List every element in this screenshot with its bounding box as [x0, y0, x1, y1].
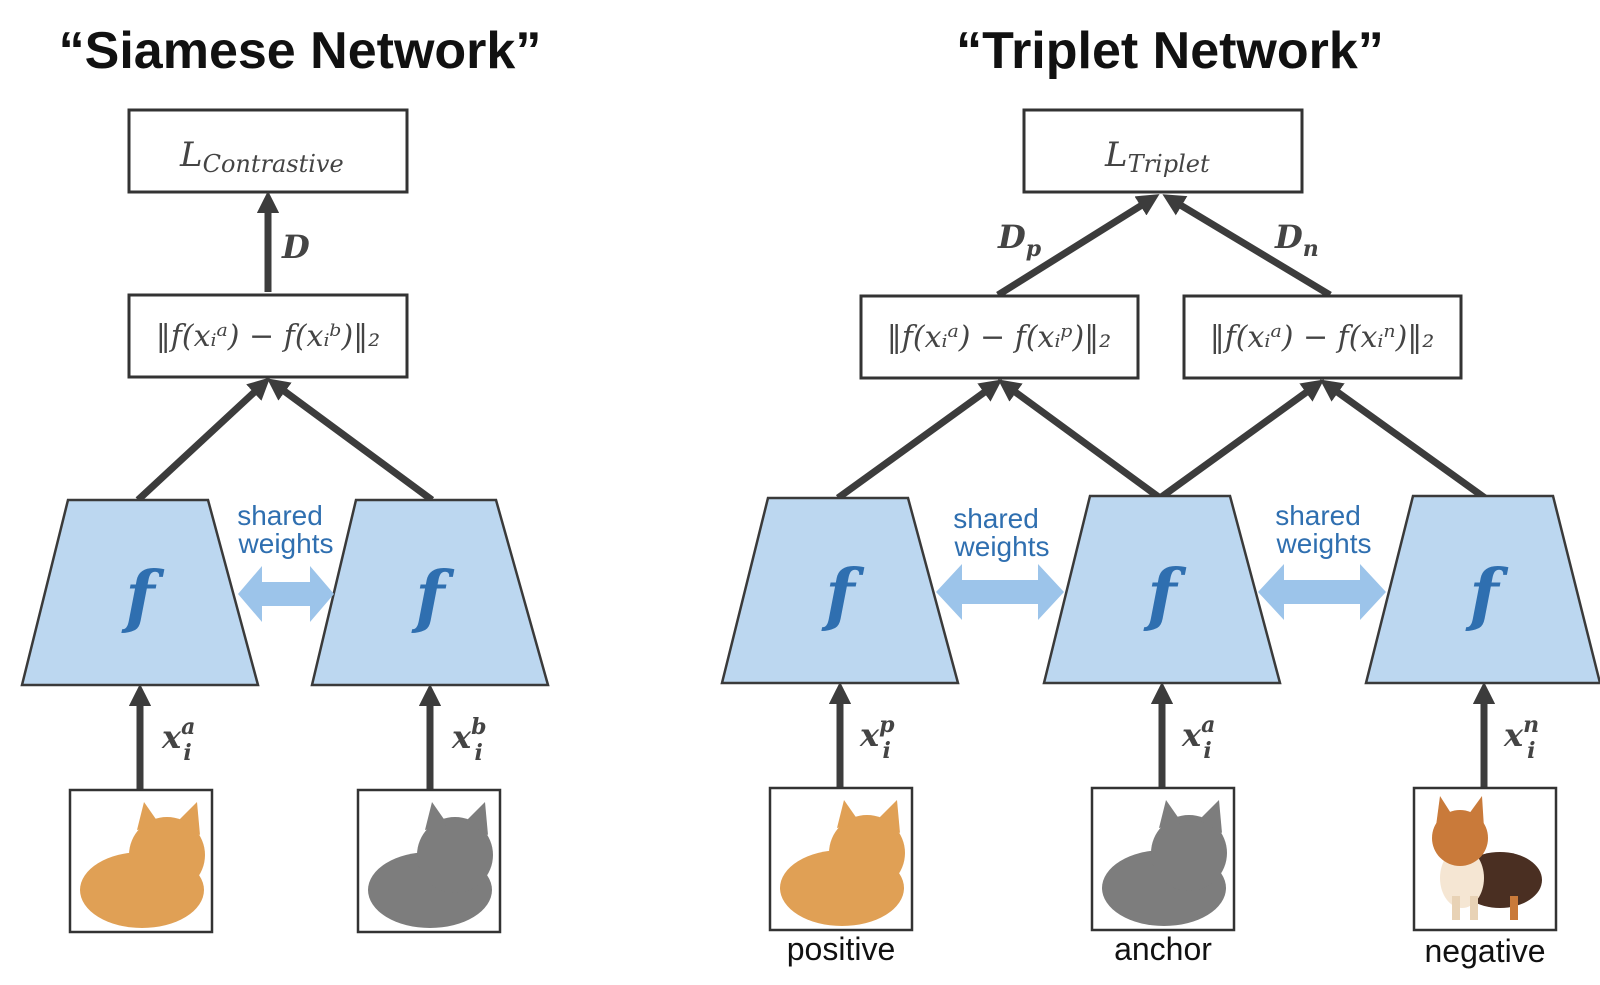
triplet-shared-label-left-1: shared — [953, 503, 1039, 534]
triplet-arrow-positive — [835, 379, 1003, 501]
triplet-caption-negative: negative — [1425, 933, 1546, 969]
triplet-network-negative — [1364, 494, 1600, 685]
triplet-caption-anchor: anchor — [1114, 931, 1212, 967]
siamese-arrow-right — [266, 378, 435, 503]
triplet-distance-n-expr: ‖f(xᵢᵃ) − f(xᵢⁿ)‖₂ — [1210, 320, 1435, 355]
triplet-network-positive — [720, 496, 960, 685]
siamese-loss-box — [127, 108, 409, 194]
triplet-arrow-negative — [1319, 379, 1488, 501]
triplet-distance-p-expr: ‖f(xᵢᵃ) − f(xᵢᵖ)‖₂ — [887, 320, 1111, 355]
siamese-distance-box — [127, 293, 409, 379]
siamese-distance-label: D — [281, 228, 310, 266]
triplet-shared-arrow-right — [1258, 564, 1386, 620]
siamese-loss-label: LContrastive — [179, 135, 344, 178]
triplet-distance-n-box — [1182, 294, 1463, 380]
triplet-loss-label: LTriplet — [1104, 135, 1210, 178]
siamese-network-b — [310, 498, 550, 687]
triplet-dn-arrow — [1162, 194, 1332, 298]
triplet-caption-positive: positive — [787, 931, 896, 967]
triplet-shared-label-right-1: shared — [1275, 500, 1361, 531]
triplet-dp-arrow — [996, 194, 1160, 298]
siamese-distance-expr: ‖f(xᵢᵃ) − f(xᵢᵇ)‖₂ — [156, 319, 380, 354]
siamese-title: “Siamese Network” — [59, 22, 542, 80]
triplet-dn-label: Dn — [1274, 218, 1319, 262]
triplet-title: “Triplet Network” — [956, 22, 1384, 80]
triplet-network: “Triplet Network” LTriplet Dp Dn ‖f(xᵢᵃ)… — [720, 22, 1600, 969]
siamese-shared-label-2: weights — [238, 528, 334, 559]
siamese-arrow-left — [135, 377, 271, 503]
triplet-dp-label: Dp — [997, 218, 1042, 262]
corgi-dog-icon — [1432, 796, 1542, 920]
siamese-network: “Siamese Network” LContrastive D ‖f(xᵢᵃ)… — [20, 22, 550, 934]
triplet-network-anchor — [1042, 494, 1282, 685]
triplet-distance-p-box — [859, 294, 1140, 380]
triplet-shared-label-right-2: weights — [1276, 528, 1372, 559]
triplet-shared-arrow-left — [936, 564, 1064, 620]
siamese-shared-label-1: shared — [237, 500, 323, 531]
siamese-shared-arrow — [238, 566, 334, 622]
triplet-loss-box — [1022, 108, 1304, 194]
triplet-shared-label-left-2: weights — [954, 531, 1050, 562]
siamese-network-a — [20, 498, 260, 687]
triplet-arrow-anchor-left — [997, 379, 1163, 501]
triplet-arrow-anchor-right — [1157, 379, 1325, 501]
